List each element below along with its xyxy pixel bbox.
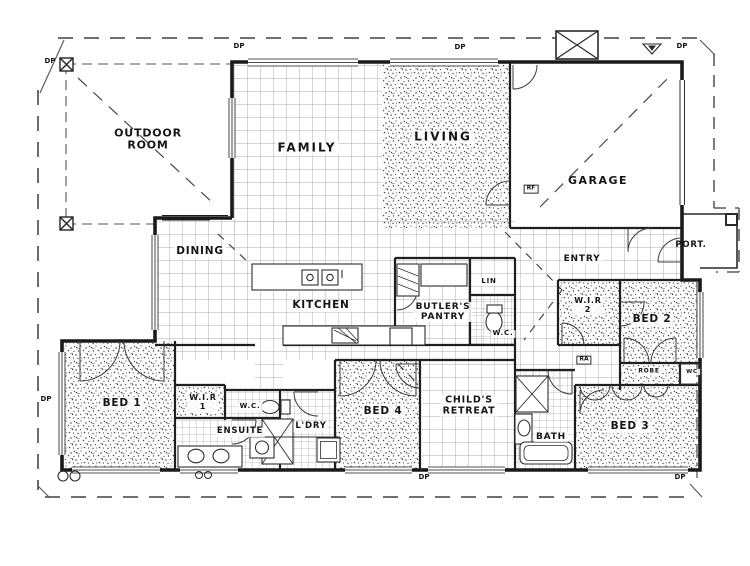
basin-bath-icon — [517, 419, 531, 437]
kitchen-island — [251, 263, 363, 291]
basin-right-icon — [212, 448, 230, 464]
kitchen-fixtures — [251, 263, 468, 346]
sink-right — [321, 269, 339, 286]
cistern-hall-icon — [486, 304, 503, 314]
floor-finishes — [64, 64, 699, 469]
sliding-door — [162, 215, 228, 221]
cistern-ensuite-icon — [280, 399, 291, 415]
toilet-ensuite-icon — [260, 399, 280, 415]
bath-fixtures — [485, 304, 701, 465]
laundry-fixtures — [249, 436, 341, 463]
outdoor-room-structure — [59, 57, 232, 231]
interior-walls — [155, 62, 700, 470]
tap-circle-1 — [195, 471, 203, 479]
wc-niche — [679, 363, 701, 385]
tank-circle-2 — [69, 470, 81, 482]
windows — [58, 58, 704, 474]
misc-symbols — [57, 30, 663, 482]
washer-icon — [316, 437, 341, 463]
garage-door — [678, 80, 686, 205]
vent-triangle-icon — [641, 43, 663, 55]
skylight-box — [555, 30, 599, 60]
roof-outline — [37, 37, 740, 499]
basin-left-icon — [187, 448, 205, 464]
tap-circle-2 — [204, 471, 212, 479]
toilet-hall-icon — [485, 311, 503, 333]
pantry-bench — [420, 263, 468, 287]
laundry-trough-icon — [249, 436, 275, 459]
ensuite-fixtures — [177, 399, 294, 468]
tank-circle-1 — [57, 470, 69, 482]
robe-arcs — [79, 337, 677, 401]
port-structure — [682, 213, 738, 269]
sink-left — [301, 269, 319, 286]
oven-icon — [389, 327, 413, 346]
dashed-diagonals — [77, 73, 673, 384]
vent-triangle-small-icon — [648, 45, 656, 51]
